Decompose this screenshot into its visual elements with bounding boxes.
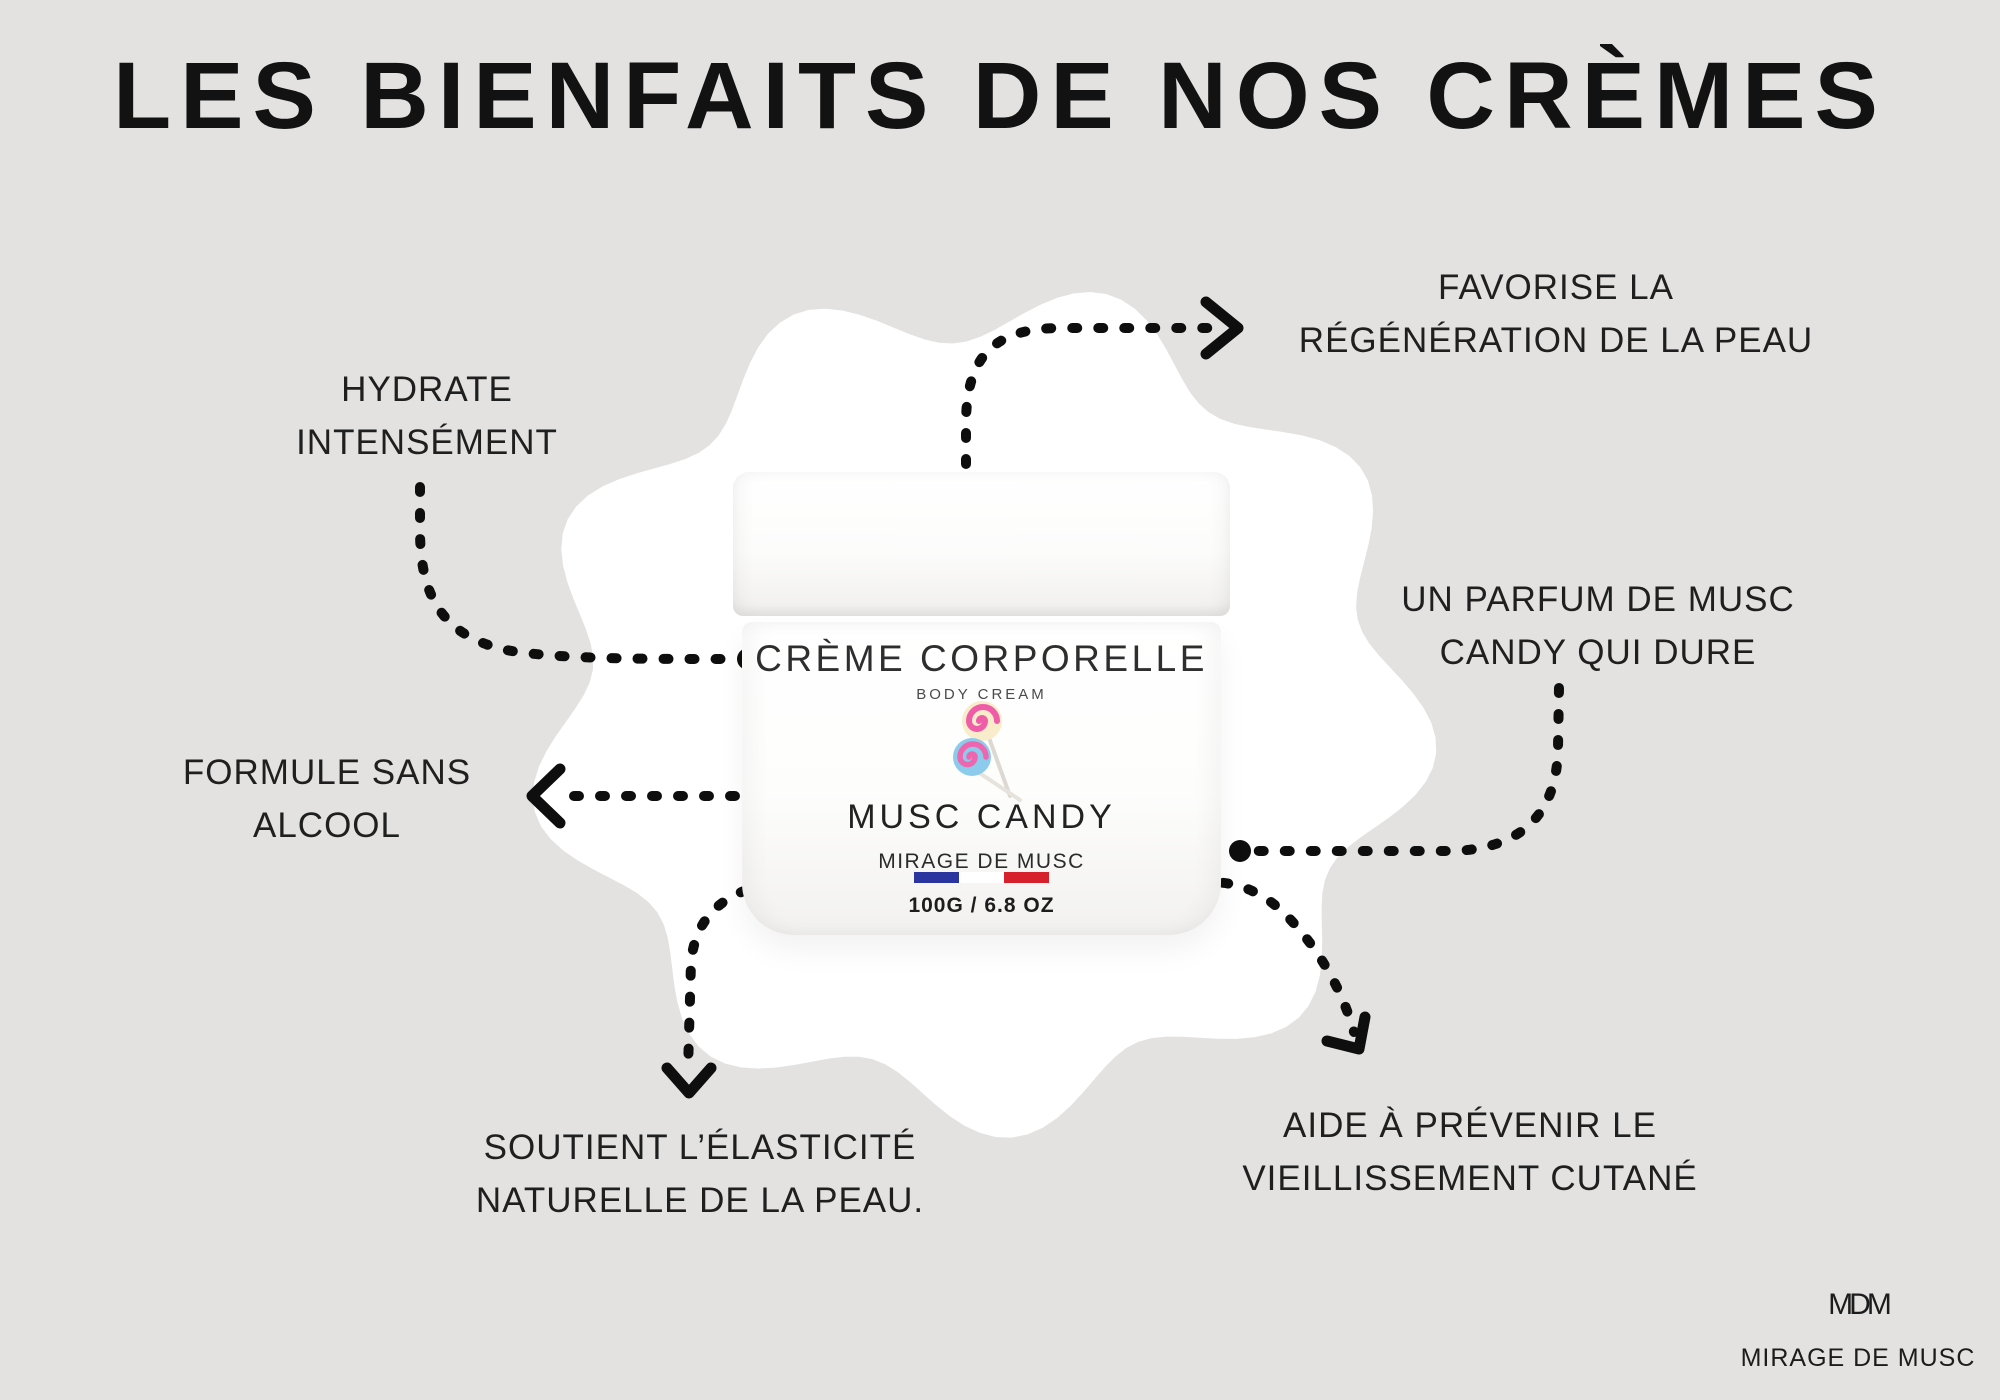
flag-white-stripe (958, 872, 1005, 883)
arrow-soutient (661, 874, 801, 1099)
benefit-parfum: UN PARFUM DE MUSC CANDY QUI DURE (1401, 573, 1795, 679)
benefit-favorise: FAVORISE LA RÉGÉNÉRATION DE LA PEAU (1299, 261, 1813, 367)
product-scent: MUSC CANDY (847, 798, 1116, 836)
benefit-text: NATURELLE DE LA PEAU. (475, 1181, 925, 1220)
product-name: CRÈME CORPORELLE (755, 638, 1208, 679)
page-title: LES BIENFAITS DE NOS CRÈMES (113, 43, 1887, 149)
brand-footer: MDM MIRAGE DE MUSC (1738, 1288, 1978, 1373)
benefit-text: FORMULE SANS (182, 753, 472, 792)
benefit-soutient: SOUTIENT L’ÉLASTICITÉ NATURELLE DE LA PE… (476, 1121, 924, 1227)
french-flag-icon (913, 872, 1050, 883)
endpoint-dot (1229, 840, 1251, 862)
arrow-favorise (961, 296, 1244, 469)
benefit-text: RÉGÉNÉRATION DE LA PEAU (1298, 321, 1814, 360)
dotted-line (1145, 877, 1359, 1037)
arrow-formule (526, 763, 751, 829)
arrowhead-left-icon (526, 763, 566, 829)
product-jar: CRÈME CORPORELLE BODY CREAM MUSC CANDY M… (742, 622, 1221, 935)
benefit-text: CANDY QUI DURE (1439, 633, 1757, 672)
benefit-text: AIDE À PRÉVENIR LE (1283, 1106, 1657, 1145)
dotted-line (683, 874, 801, 1075)
dotted-line (415, 482, 739, 664)
benefit-text: INTENSÉMENT (296, 423, 558, 462)
flag-red-stripe (1004, 872, 1050, 883)
benefit-text: UN PARFUM DE MUSC (1401, 580, 1795, 619)
lollipop-icon (953, 701, 1022, 802)
product-weight: 100G / 6.8 OZ (908, 894, 1055, 917)
arrow-parfum (1229, 683, 1564, 862)
arrowhead-downright-icon (1321, 1011, 1371, 1055)
arrowhead-right-icon (1200, 296, 1244, 360)
benefit-aide: AIDE À PRÉVENIR LE VIEILLISSEMENT CUTANÉ (1242, 1099, 1697, 1205)
arrowhead-down-icon (661, 1062, 717, 1099)
footer-brand-name: MIRAGE DE MUSC (1740, 1344, 1976, 1372)
benefit-hydrate: HYDRATE INTENSÉMENT (296, 363, 558, 469)
product-brand: MIRAGE DE MUSC (878, 850, 1085, 873)
benefit-text: HYDRATE (341, 370, 513, 409)
benefit-formule: FORMULE SANS ALCOOL (183, 746, 471, 852)
mdm-monogram-logo: MDM (1828, 1288, 1892, 1321)
dotted-line (961, 323, 1221, 469)
jar-lid (733, 472, 1230, 616)
product-subtitle: BODY CREAM (916, 686, 1047, 703)
benefit-text: ALCOOL (253, 806, 401, 845)
benefit-text: VIEILLISSEMENT CUTANÉ (1242, 1159, 1698, 1198)
dotted-line (1249, 683, 1564, 856)
benefit-text: SOUTIENT L’ÉLASTICITÉ (483, 1128, 917, 1167)
flag-blue-stripe (913, 872, 959, 883)
benefit-text: FAVORISE LA (1437, 268, 1674, 307)
